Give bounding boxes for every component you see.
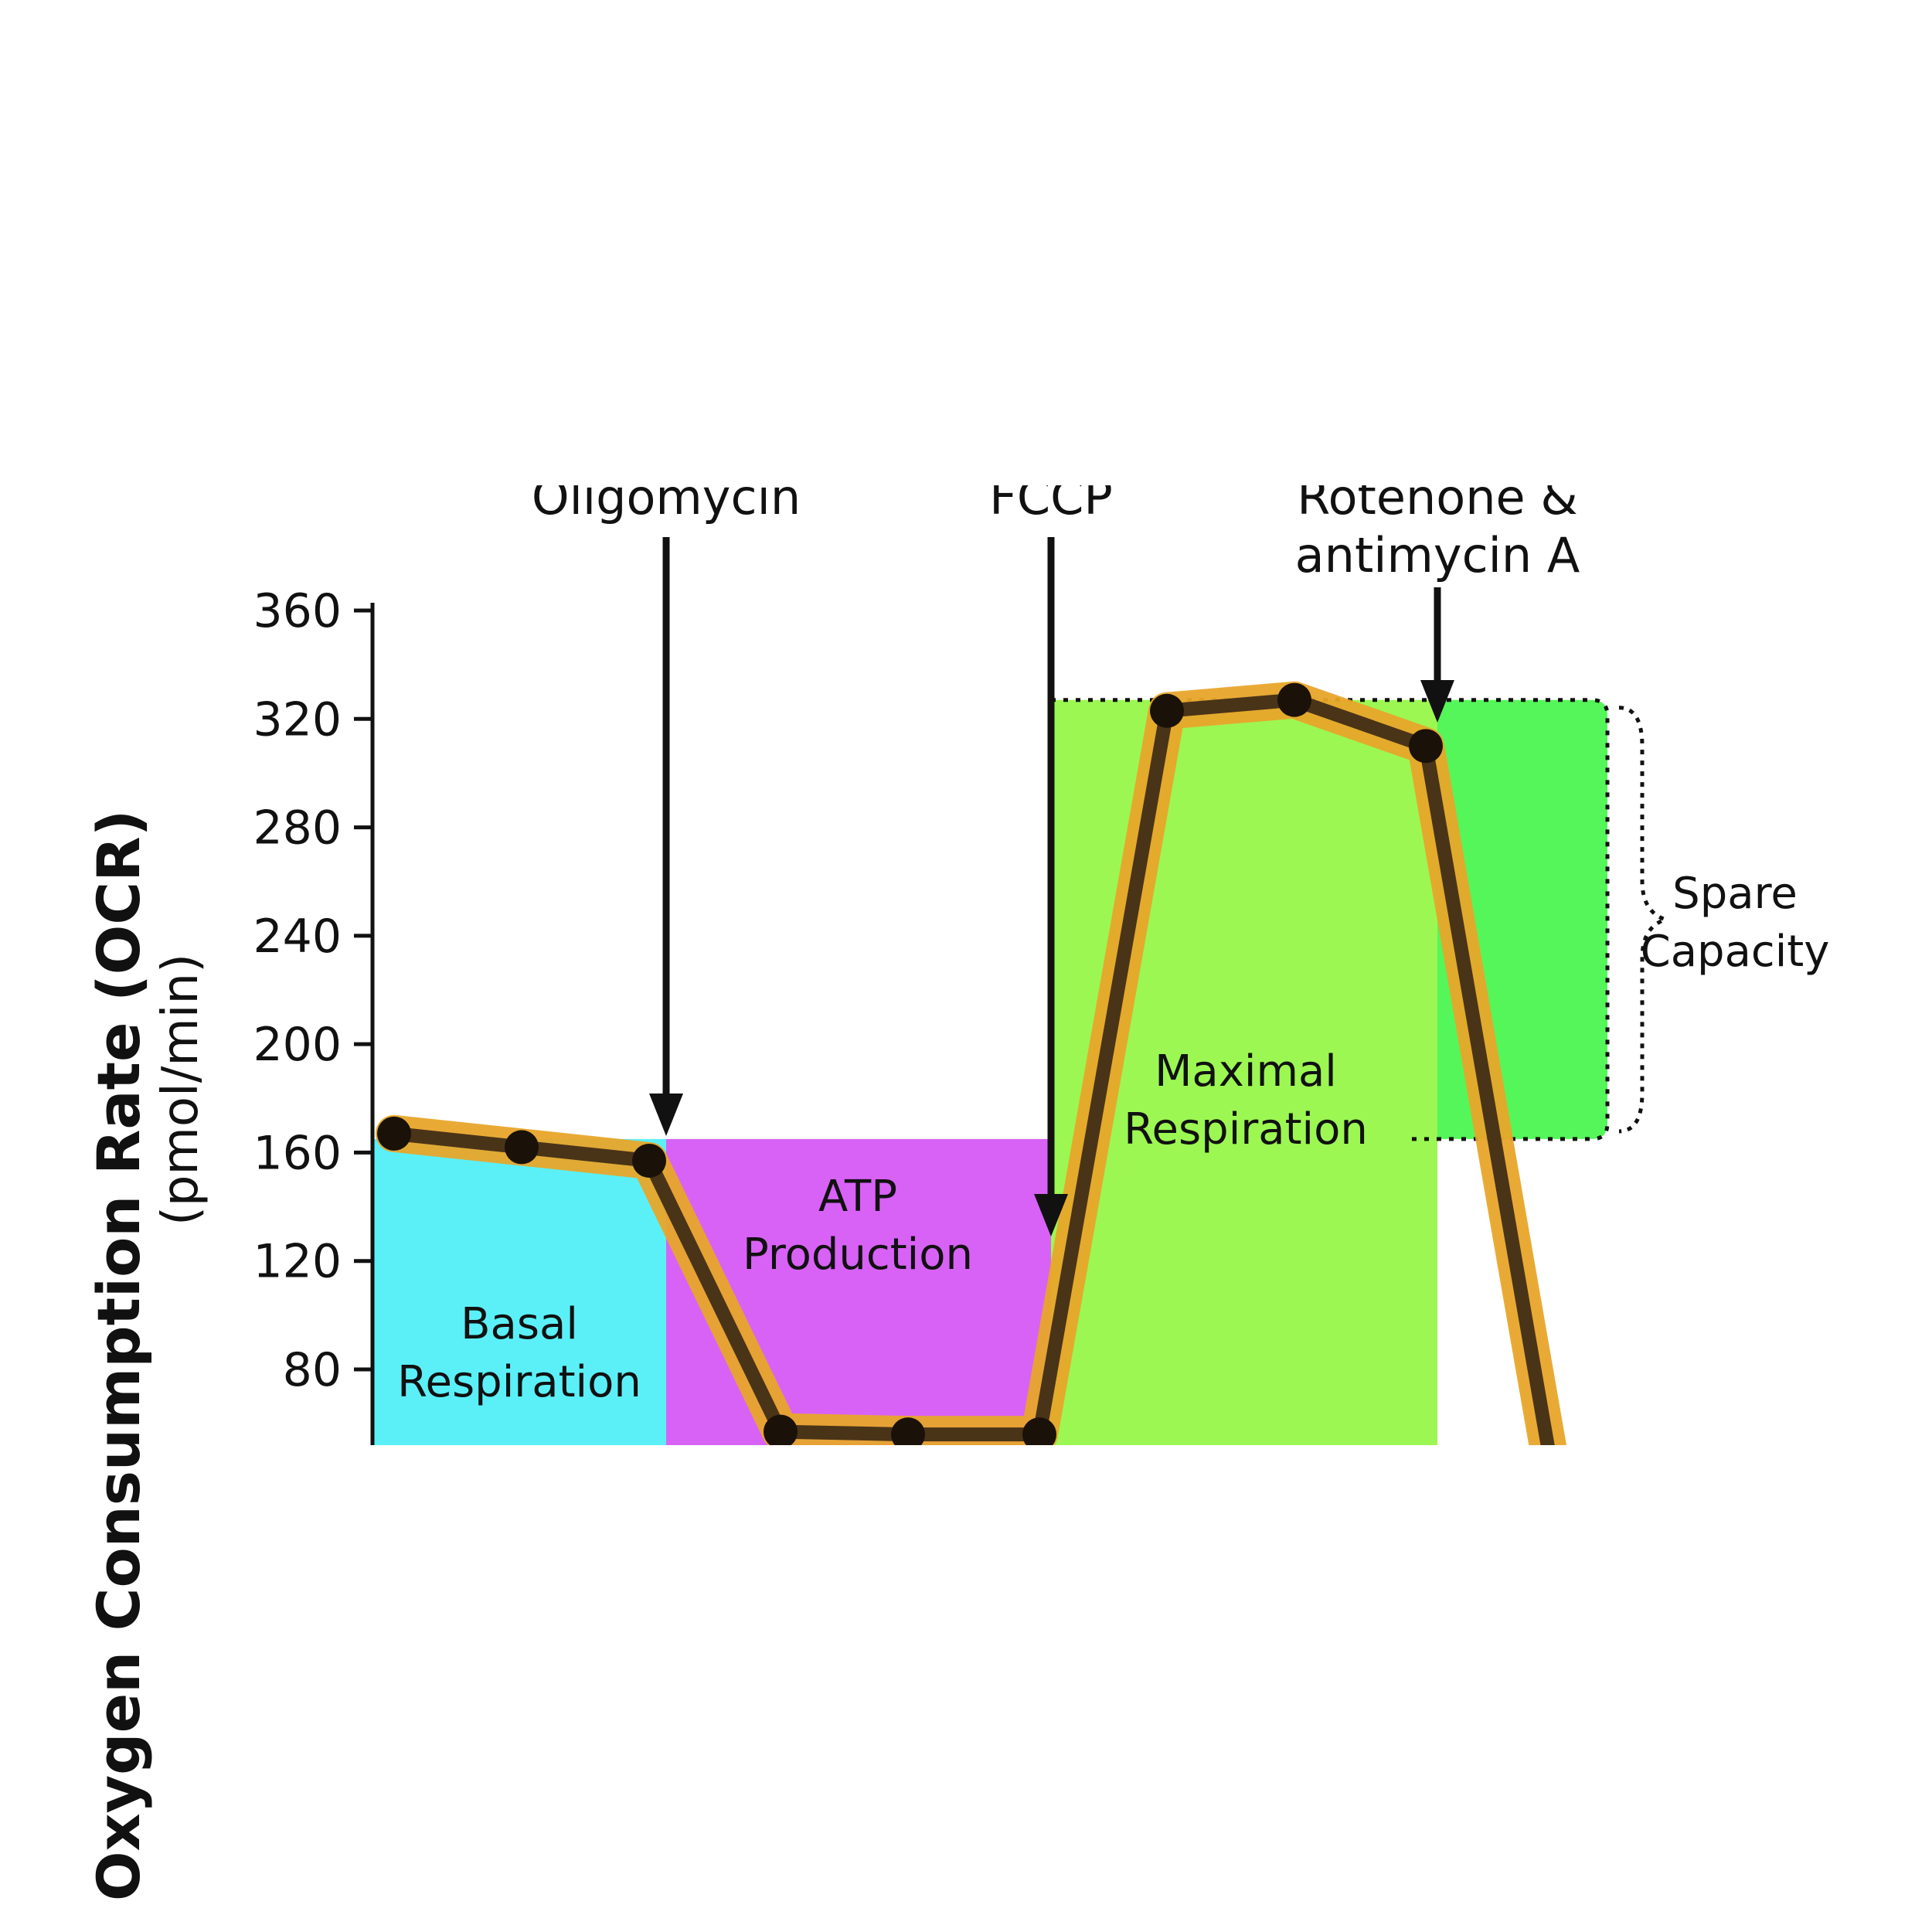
y-axis: 360 320 280 240 200 160 120 80 — [253, 584, 375, 1445]
y-tick-label: 120 — [253, 1235, 342, 1289]
top-crop-mask — [0, 0, 1932, 485]
data-point — [1277, 682, 1311, 717]
spare-capacity-brace — [1618, 706, 1672, 1134]
y-tick-label: 80 — [283, 1343, 342, 1397]
basal-respiration-label-line1: Basal — [461, 1299, 578, 1349]
injection-arrow-head — [1034, 1194, 1068, 1236]
y-tick-label: 240 — [253, 910, 342, 964]
maximal-respiration-label-line1: Maximal — [1155, 1046, 1337, 1097]
spare-capacity-label-line1: Spare — [1672, 869, 1798, 919]
data-point — [505, 1130, 539, 1165]
data-point — [377, 1116, 411, 1151]
data-point — [1150, 693, 1184, 728]
region-basal-respiration — [372, 1138, 666, 1445]
y-tick-label: 320 — [253, 692, 342, 747]
atp-production-label-line2: Production — [743, 1230, 973, 1280]
injection-label-antimycin: antimycin A — [1295, 527, 1580, 583]
data-point — [632, 1143, 666, 1178]
data-point — [1022, 1417, 1056, 1452]
injection-arrow-head — [1420, 680, 1454, 723]
y-tick-label: 280 — [253, 801, 342, 855]
y-axis-label: Oxygen Consumption Rate (OCR) — [84, 810, 153, 1901]
y-tick-label: 360 — [253, 584, 342, 638]
injection-arrows — [649, 537, 1454, 1236]
spare-capacity-label-line2: Capacity — [1641, 927, 1830, 977]
basal-respiration-label-line2: Respiration — [397, 1357, 641, 1407]
y-axis-unit-label: (pmol/min) — [152, 954, 209, 1226]
data-point — [764, 1414, 798, 1449]
data-point — [891, 1417, 925, 1452]
maximal-respiration-label-line2: Respiration — [1124, 1104, 1368, 1155]
atp-production-label-line1: ATP — [818, 1172, 897, 1222]
y-tick-label: 200 — [253, 1018, 342, 1072]
y-tick-label: 160 — [253, 1126, 342, 1180]
spare-capacity-outline — [1051, 698, 1610, 1141]
plot-bottom-mask — [0, 1445, 1932, 1932]
injection-arrow-head — [649, 1094, 683, 1136]
data-point — [1409, 729, 1443, 764]
